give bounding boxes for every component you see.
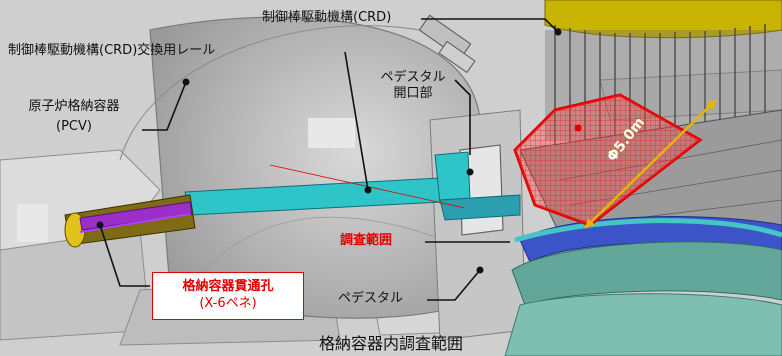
survey-range-area (513, 93, 703, 227)
leader-lines (99, 18, 559, 301)
figure-caption: 格納容器内調査範囲 (318, 334, 463, 353)
label-pcv: 原子炉格納容器 (PCV) (10, 99, 138, 134)
label-pcv-line1: 原子炉格納容器 (28, 99, 120, 114)
dimension-arrow (584, 99, 717, 229)
green-ring (511, 241, 782, 306)
label-survey-range: 調査範囲 (340, 233, 393, 248)
label-pedestal-opening-line2: 開口部 (393, 85, 433, 101)
label-penetration-line2: (X-6ペネ) (199, 295, 257, 311)
rpv-bottom-head (544, 0, 782, 39)
label-penetration: 格納容器貫通孔 (X-6ペネ) (152, 272, 304, 320)
label-pedestal-opening-line1: ペデスタル (380, 70, 446, 85)
label-penetration-line1: 格納容器貫通孔 (182, 279, 274, 294)
label-crd: 制御棒駆動機構(CRD) (262, 10, 392, 25)
label-crd-rail: 制御棒駆動機構(CRD)交換用レール (8, 43, 216, 58)
label-pedestal-opening: ペデスタル 開口部 (368, 70, 458, 101)
label-pedestal: ペデスタル (338, 291, 404, 306)
label-pcv-line2: (PCV) (56, 118, 92, 134)
